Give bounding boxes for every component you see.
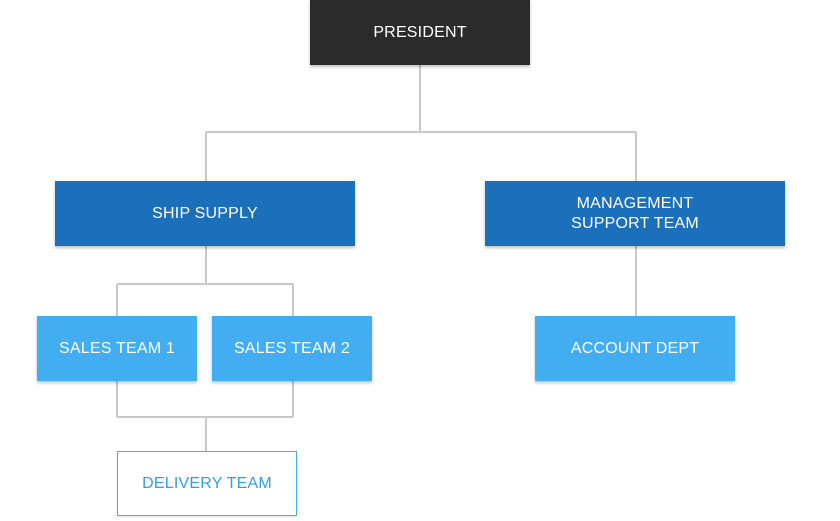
node-president: PRESIDENT (310, 0, 530, 65)
node-delivery-team-label: DELIVERY TEAM (142, 474, 272, 492)
node-sales-team-2: SALES TEAM 2 (212, 316, 372, 381)
node-ship-supply-label: SHIP SUPPLY (152, 204, 258, 222)
node-sales-team-2-label: SALES TEAM 2 (234, 339, 350, 357)
node-ship-supply: SHIP SUPPLY (55, 181, 355, 246)
node-management-support-team-label: MANAGEMENT SUPPORT TEAM (571, 194, 699, 232)
node-sales-team-1-label: SALES TEAM 1 (59, 339, 175, 357)
node-sales-team-1: SALES TEAM 1 (37, 316, 197, 381)
connector-president-branch (205, 65, 637, 181)
connector-ship-supply-branch (116, 246, 294, 316)
node-management-support-team: MANAGEMENT SUPPORT TEAM (485, 181, 785, 246)
node-delivery-team: DELIVERY TEAM (117, 451, 297, 516)
node-account-dept: ACCOUNT DEPT (535, 316, 735, 381)
node-account-dept-label: ACCOUNT DEPT (570, 339, 700, 357)
connector-sales-merge (116, 381, 294, 451)
node-president-label: PRESIDENT (373, 23, 467, 41)
